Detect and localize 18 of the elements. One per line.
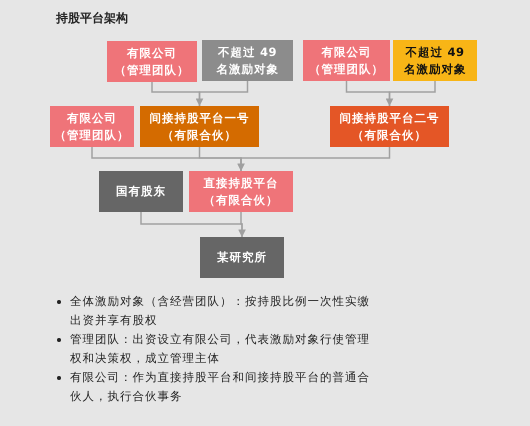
org-box: 间接持股平台二号（有限合伙） [330,106,449,147]
diagram-title: 持股平台架构 [56,10,128,27]
org-box: 不超过 49 名激励对象 [393,40,477,81]
org-box: 国有股东 [99,171,183,212]
org-box: 不超过 49 名激励对象 [202,40,293,81]
org-box: 直接持股平台（有限合伙） [189,171,293,212]
org-box: 某研究所 [200,237,284,278]
note-text: 管理团队：出资设立有限公司，代表激励对象行使管理权和决策权，成立管理主体 [70,331,370,367]
org-box: 间接持股平台一号（有限合伙） [140,106,259,147]
connector-arrow [196,81,248,106]
note-text: 有限公司：作为直接持股平台和间接持股平台的普通合伙人，执行合伙事务 [70,369,370,405]
connector-arrow [237,147,390,171]
org-box: 有限公司（管理团队） [107,41,197,82]
connector-arrow [386,81,436,106]
org-box: 有限公司（管理团队） [50,106,134,147]
org-box: 有限公司（管理团队） [303,40,390,81]
note-text: 全体激励对象（含经营团队）：按持股比例一次性实缴出资并享有股权 [70,293,370,329]
connector-arrow [238,212,246,237]
